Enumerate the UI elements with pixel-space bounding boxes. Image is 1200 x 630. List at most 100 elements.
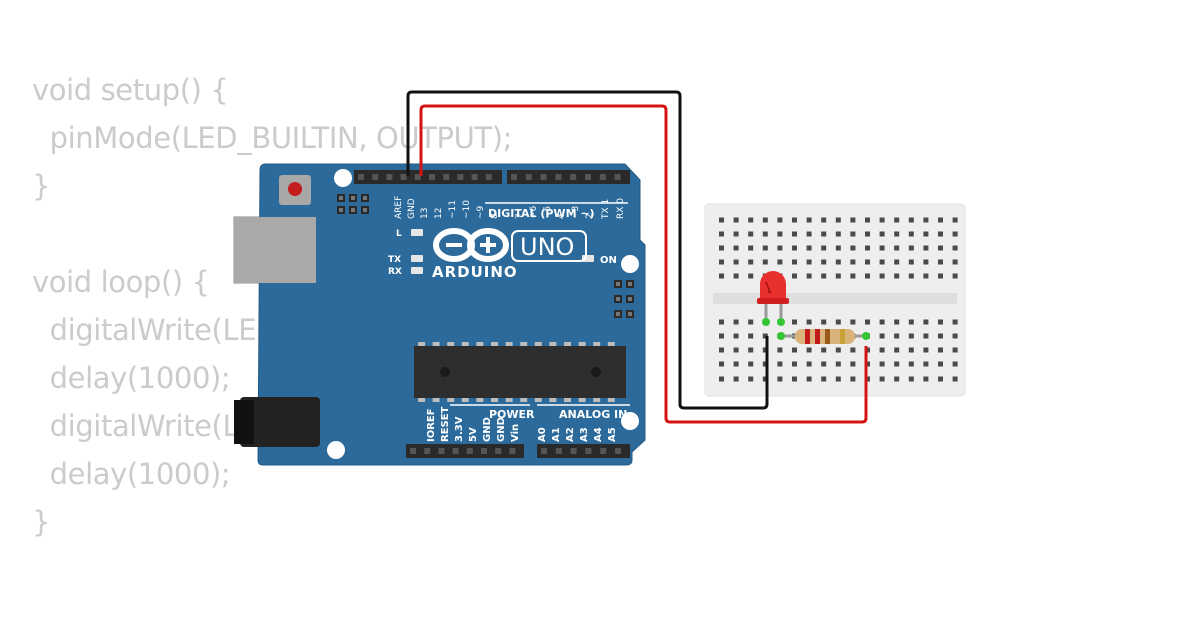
breadboard-hole[interactable] [894,245,900,251]
resistor-pin-a[interactable] [777,332,785,340]
breadboard-hole[interactable] [719,259,724,265]
header-pin[interactable] [457,174,464,180]
breadboard-hole[interactable] [748,319,754,325]
breadboard-hole[interactable] [719,333,724,339]
breadboard-hole[interactable] [835,245,841,251]
breadboard-hole[interactable] [792,231,797,237]
header-pin[interactable] [585,448,592,454]
breadboard-hole[interactable] [733,361,739,367]
breadboard-hole[interactable] [792,347,797,353]
header-pin[interactable] [485,174,492,180]
header-pin[interactable] [358,174,364,180]
header-pin[interactable] [511,174,517,180]
breadboard-hole[interactable] [865,273,870,279]
breadboard-hole[interactable] [938,231,943,237]
breadboard-hole[interactable] [821,361,827,367]
breadboard-hole[interactable] [835,217,841,223]
breadboard-hole[interactable] [952,231,958,237]
breadboard-hole[interactable] [952,259,958,265]
breadboard-hole[interactable] [850,361,856,367]
breadboard-hole[interactable] [952,333,958,339]
header-pin[interactable] [481,448,487,454]
breadboard-hole[interactable] [806,347,812,353]
breadboard-hole[interactable] [733,376,739,382]
breadboard-hole[interactable] [733,273,739,279]
breadboard-hole[interactable] [835,273,841,279]
breadboard-hole[interactable] [762,259,768,265]
breadboard-hole[interactable] [806,259,812,265]
breadboard-hole[interactable] [879,319,885,325]
breadboard-hole[interactable] [879,217,885,223]
breadboard-hole[interactable] [835,376,841,382]
breadboard-hole[interactable] [806,319,812,325]
breadboard-hole[interactable] [923,273,929,279]
header-pin[interactable] [429,174,435,180]
breadboard-hole[interactable] [748,259,754,265]
breadboard-hole[interactable] [792,259,797,265]
breadboard-hole[interactable] [792,376,797,382]
breadboard-hole[interactable] [835,231,841,237]
breadboard-hole[interactable] [879,361,885,367]
breadboard-hole[interactable] [821,259,827,265]
header-pin[interactable] [414,174,421,180]
resistor[interactable] [781,329,866,344]
breadboard-hole[interactable] [938,245,943,251]
breadboard-hole[interactable] [777,376,783,382]
breadboard-hole[interactable] [952,347,958,353]
breadboard-hole[interactable] [908,259,914,265]
breadboard-hole[interactable] [923,217,929,223]
breadboard-hole[interactable] [748,273,754,279]
header-pin[interactable] [615,448,621,454]
breadboard-hole[interactable] [894,347,900,353]
header-pin[interactable] [386,174,393,180]
breadboard-hole[interactable] [806,376,812,382]
breadboard-hole[interactable] [821,319,827,325]
breadboard-hole[interactable] [821,217,827,223]
breadboard-hole[interactable] [879,245,885,251]
header-pin[interactable] [509,448,516,454]
breadboard-hole[interactable] [748,217,754,223]
breadboard-hole[interactable] [748,361,754,367]
breadboard-hole[interactable] [806,245,812,251]
breadboard-hole[interactable] [879,347,885,353]
breadboard-hole[interactable] [952,361,958,367]
breadboard-hole[interactable] [777,347,783,353]
breadboard-hole[interactable] [952,376,958,382]
breadboard-hole[interactable] [719,245,724,251]
breadboard-hole[interactable] [733,231,739,237]
breadboard-hole[interactable] [850,245,856,251]
breadboard-hole[interactable] [879,259,885,265]
breadboard-hole[interactable] [719,217,724,223]
breadboard-hole[interactable] [835,319,841,325]
breadboard-hole[interactable] [865,231,870,237]
header-pin[interactable] [599,174,606,180]
breadboard-hole[interactable] [733,217,739,223]
breadboard-hole[interactable] [952,273,958,279]
breadboard-hole[interactable] [762,333,768,339]
breadboard-hole[interactable] [835,361,841,367]
breadboard-hole[interactable] [748,245,754,251]
breadboard-hole[interactable] [894,376,900,382]
breadboard-hole[interactable] [821,376,827,382]
breadboard-hole[interactable] [894,333,900,339]
breadboard-hole[interactable] [835,259,841,265]
breadboard-hole[interactable] [850,217,856,223]
breadboard-hole[interactable] [762,217,768,223]
breadboard-hole[interactable] [850,376,856,382]
header-pin[interactable] [452,448,459,454]
breadboard-hole[interactable] [908,231,914,237]
breadboard-hole[interactable] [923,231,929,237]
header-pin[interactable] [555,174,562,180]
breadboard-hole[interactable] [777,259,783,265]
breadboard-hole[interactable] [938,361,943,367]
breadboard-hole[interactable] [894,217,900,223]
breadboard-hole[interactable] [879,273,885,279]
header-pin[interactable] [614,174,621,180]
breadboard-hole[interactable] [879,231,885,237]
breadboard-hole[interactable] [938,319,943,325]
breadboard-hole[interactable] [821,231,827,237]
header-pin[interactable] [525,174,532,180]
breadboard-hole[interactable] [879,376,885,382]
